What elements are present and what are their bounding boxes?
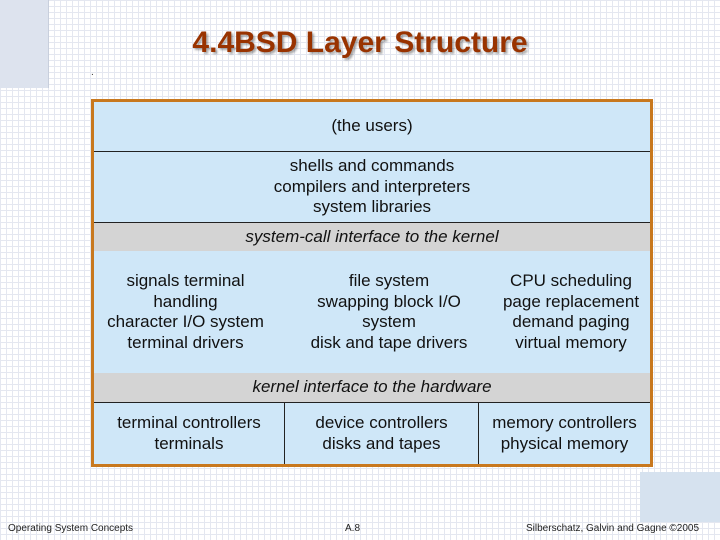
controller-text: memory controllers — [492, 413, 637, 432]
shells-line-3: system libraries — [312, 197, 432, 217]
syscall-interface-label: system-call interface to the kernel — [245, 226, 499, 246]
kernel-text: character I/O system — [107, 312, 264, 331]
kernel-text: terminal drivers — [127, 332, 244, 352]
kernel-layer: signals terminal handling character I/O … — [94, 251, 650, 373]
controllers-layer: terminal controllers terminals device co… — [94, 402, 650, 464]
controller-text: terminals — [154, 433, 224, 453]
column-divider — [478, 403, 479, 464]
layer-diagram: (the users) shells and commands compiler… — [91, 99, 653, 467]
controller-text: terminal controllers — [117, 413, 261, 432]
kernel-column-cpu: CPU scheduling page replacement demand p… — [492, 251, 650, 373]
kernel-text: swapping block I/O — [317, 291, 461, 311]
controller-column-memory: memory controllers physical memory — [479, 403, 650, 464]
controller-text: device controllers — [315, 413, 448, 432]
footer-left: Operating System Concepts — [8, 523, 134, 534]
footer-right: Silberschatz, Galvin and Gagne ©2005 — [526, 523, 700, 534]
dinosaur-logo-bottom — [640, 472, 720, 522]
kernel-column-filesystem: file system swapping block I/O system di… — [292, 251, 486, 373]
slide-title: 4.4BSD Layer Structure — [192, 26, 528, 59]
kernel-text: page replacement — [502, 291, 640, 311]
kernel-text: system — [362, 312, 416, 331]
kernel-text: disk and tape drivers — [310, 332, 468, 352]
kernel-text: handling — [153, 291, 218, 311]
column-divider — [284, 403, 285, 464]
users-layer: (the users) — [94, 102, 650, 151]
footer-page: A.8 — [345, 523, 361, 534]
shells-line-2: compilers and interpreters — [273, 176, 471, 196]
controller-column-device: device controllers disks and tapes — [285, 403, 478, 464]
users-label: (the users) — [331, 116, 413, 136]
controller-column-terminal: terminal controllers terminals — [94, 403, 284, 464]
shells-line-1: shells and commands — [289, 156, 455, 176]
hardware-interface-label: kernel interface to the hardware — [252, 377, 492, 397]
controller-text: disks and tapes — [322, 433, 441, 453]
dinosaur-logo-top — [0, 0, 49, 88]
kernel-text: CPU scheduling — [510, 271, 632, 290]
kernel-text: demand paging — [512, 312, 630, 331]
syscall-interface-layer: system-call interface to the kernel — [94, 222, 650, 251]
kernel-text: signals terminal — [126, 271, 245, 290]
shells-layer: shells and commands compilers and interp… — [94, 151, 650, 222]
kernel-text: virtual memory — [515, 332, 627, 352]
controller-text: physical memory — [500, 433, 629, 453]
kernel-text: file system — [348, 271, 430, 290]
hardware-interface-layer: kernel interface to the hardware — [94, 373, 650, 402]
bullet-dot: . — [91, 67, 94, 78]
kernel-column-signals: signals terminal handling character I/O … — [94, 251, 277, 373]
